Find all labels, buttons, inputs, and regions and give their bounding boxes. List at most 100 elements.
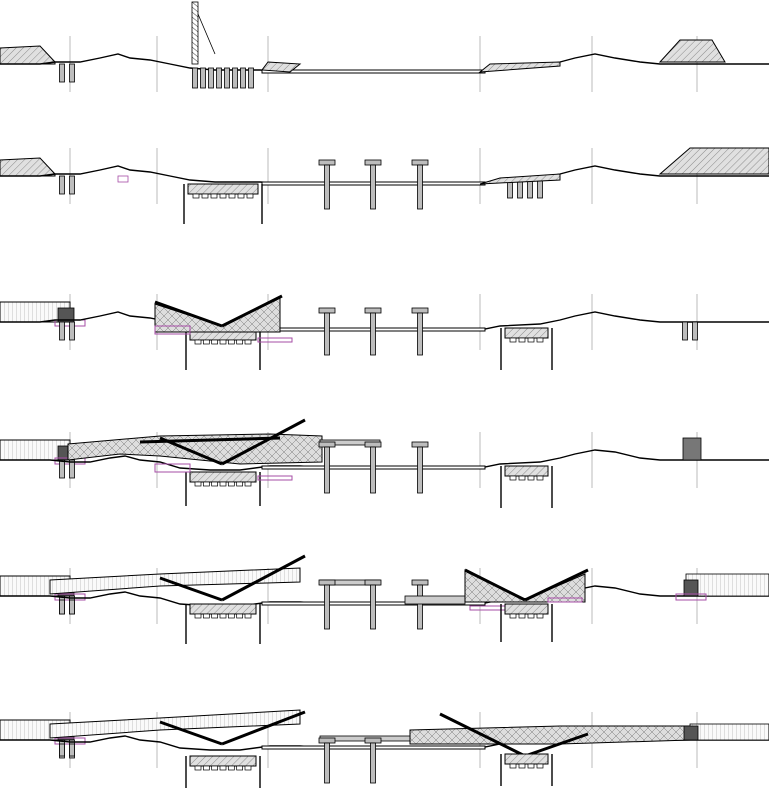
pile-column xyxy=(324,742,330,784)
pile-column xyxy=(200,67,206,89)
pile-column xyxy=(318,307,336,314)
pile-column xyxy=(364,441,382,448)
pile-cap xyxy=(189,471,257,483)
cable-stay-arm xyxy=(221,554,306,602)
pile-column xyxy=(318,159,336,166)
terrain-line xyxy=(0,165,769,185)
pile-head xyxy=(536,475,544,481)
pile-head xyxy=(509,475,517,481)
pile-column xyxy=(324,312,330,356)
pile-column xyxy=(370,584,376,630)
pile-cap xyxy=(189,755,257,767)
terrain-line xyxy=(0,311,769,331)
survey-marker xyxy=(117,175,129,183)
pile-head xyxy=(194,613,202,619)
abutment xyxy=(683,725,699,741)
embankment xyxy=(479,173,561,185)
pile-head xyxy=(236,613,244,619)
pile-column xyxy=(324,446,330,494)
pile-head xyxy=(211,481,219,487)
stage-4 xyxy=(0,418,769,508)
pile-head xyxy=(202,613,210,619)
pile-head xyxy=(536,337,544,343)
pile-head xyxy=(202,481,210,487)
pile-column xyxy=(417,446,423,494)
cable-stay-arm xyxy=(524,568,589,602)
pile-head xyxy=(211,339,219,345)
pile-column xyxy=(69,321,75,341)
pile-head xyxy=(236,765,244,771)
pile-column xyxy=(216,67,222,89)
pile-column xyxy=(59,459,65,479)
pile-column xyxy=(370,164,376,210)
pile-column xyxy=(59,175,65,195)
pile-column xyxy=(364,307,382,314)
deck-girder xyxy=(49,709,301,739)
pile-cap xyxy=(504,603,549,615)
embankment xyxy=(0,45,56,65)
pile-head xyxy=(219,193,227,199)
pile-head xyxy=(194,765,202,771)
embankment xyxy=(154,297,281,333)
pile-head xyxy=(211,613,219,619)
pile-head xyxy=(219,339,227,345)
pile-head xyxy=(194,339,202,345)
pile-head xyxy=(246,193,254,199)
deck-girder xyxy=(49,567,301,595)
pile-head xyxy=(210,193,218,199)
pile-column xyxy=(248,67,254,89)
stage-5 xyxy=(0,554,769,644)
pile-cap xyxy=(189,603,257,615)
temporary-support xyxy=(257,337,293,343)
abutment xyxy=(683,579,699,597)
pile-head xyxy=(244,481,252,487)
pile-column xyxy=(417,312,423,356)
pile-column xyxy=(324,164,330,210)
crane-bracing xyxy=(191,21,199,28)
pile-column xyxy=(69,599,75,615)
pile-head xyxy=(237,193,245,199)
strut xyxy=(159,577,223,601)
crane xyxy=(191,1,216,65)
pile-head xyxy=(219,613,227,619)
pile-column xyxy=(417,584,423,630)
embankment xyxy=(478,61,561,73)
stage-6 xyxy=(0,709,769,788)
pile-column xyxy=(411,441,429,448)
crane-boom xyxy=(197,13,216,55)
pile-column xyxy=(240,67,246,89)
stage-2 xyxy=(0,147,769,224)
embankment xyxy=(658,39,726,63)
embankment xyxy=(685,573,769,597)
temporary-support xyxy=(547,597,583,603)
pile-column xyxy=(364,159,382,166)
pile-column xyxy=(370,742,376,784)
temporary-support xyxy=(257,475,293,481)
pile-column xyxy=(370,446,376,494)
temporary-support xyxy=(154,325,191,335)
pile-cap xyxy=(504,465,549,477)
pile-column xyxy=(224,67,230,89)
pile-head xyxy=(536,613,544,619)
pile-column xyxy=(318,579,336,586)
temporary-support xyxy=(154,463,191,473)
pile-head xyxy=(202,765,210,771)
pile-column xyxy=(69,175,75,195)
pile-head xyxy=(244,765,252,771)
pile-column xyxy=(318,737,336,744)
cable-stay-arm xyxy=(524,732,589,758)
pile-column xyxy=(208,67,214,89)
pile-head xyxy=(518,475,526,481)
pile-column xyxy=(364,737,382,744)
pile-head xyxy=(527,763,535,769)
pile-head xyxy=(527,337,535,343)
embankment xyxy=(464,569,586,603)
pile-cap xyxy=(504,753,549,765)
crane-bracing xyxy=(191,56,199,63)
embankment xyxy=(689,723,769,741)
pile-column xyxy=(411,579,429,586)
pile-column xyxy=(364,579,382,586)
crane-mast xyxy=(191,1,199,65)
